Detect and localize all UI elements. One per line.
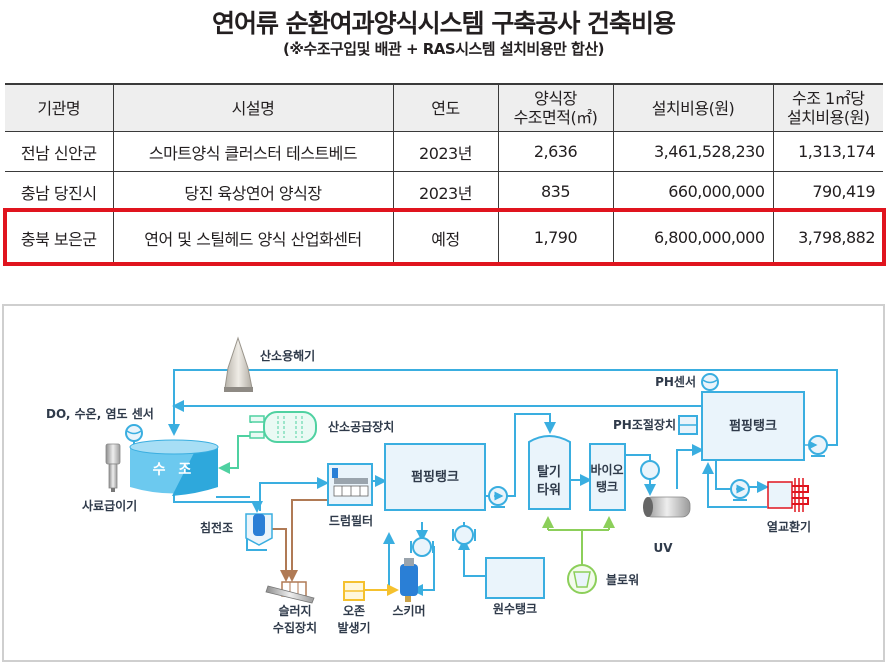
air-pipes (542, 516, 615, 565)
label-ozone-1: 오존 (343, 604, 365, 618)
drum-filter-icon (327, 463, 373, 506)
cell-per-m2: 3,798,882 (772, 211, 883, 264)
uv-sterilizer-icon (643, 496, 691, 518)
pump-icon (452, 525, 476, 545)
label-raw-water-tank: 원수탱크 (493, 602, 537, 616)
cell-org: 충북 보은군 (5, 211, 114, 264)
flow-sensor-icon (640, 460, 660, 480)
raw-water-tank (485, 557, 545, 599)
label-drum-filter: 드럼필터 (329, 513, 373, 528)
oxygen-dissolver-icon (224, 336, 253, 392)
label-degas-2: 타워 (537, 482, 561, 498)
bio-tank (589, 443, 626, 511)
pump-icon (805, 435, 828, 457)
sludge-collector-icon (265, 581, 315, 604)
label-heat-exchanger: 열교환기 (767, 519, 811, 534)
feeder-icon (105, 443, 121, 492)
page-subtitle: (※수조구입및 배관 + RAS시스템 설치비용만 합산) (282, 40, 605, 58)
ras-diagram-frame: 산소용해기 DO, 수온, 염도 센서 산소공급장치 수 조 사료급이기 침전조 (2, 304, 885, 662)
label-settling: 침전조 (200, 520, 233, 535)
label-oxygen-dissolver: 산소용해기 (260, 348, 315, 363)
pumping-tank-1 (384, 443, 486, 511)
pump-icon (488, 486, 508, 508)
header-per-m2: 수조 1㎡당 설치비용(원) (772, 83, 883, 132)
cell-org: 충남 당진시 (5, 171, 114, 212)
table-row: 충남 당진시 당진 육상연어 양식장 2023년 835 660,000,000… (5, 171, 883, 212)
cell-area: 835 (497, 171, 614, 212)
heat-exchanger-icon (767, 478, 809, 512)
degassing-tower (528, 435, 571, 510)
cell-area: 1,790 (497, 211, 614, 264)
page-title: 연어류 순환여과양식시스템 구축공사 건축비용 (211, 9, 676, 38)
cell-year: 2023년 (392, 131, 499, 172)
label-sensor: DO, 수온, 염도 센서 (46, 406, 154, 421)
table-row: 전남 신안군 스마트양식 클러스터 테스트베드 2023년 2,636 3,46… (5, 131, 883, 172)
label-ozone-2: 발생기 (337, 620, 370, 635)
header-facility: 시설명 (112, 83, 394, 132)
label-ph-control: PH조절장치 (613, 417, 676, 432)
ras-diagram: 산소용해기 DO, 수온, 염도 센서 산소공급장치 수 조 사료급이기 침전조 (46, 336, 838, 635)
ozone-generator-icon (343, 581, 365, 601)
header-area-line2: 수조면적(㎡) (513, 108, 598, 127)
oxygen-supply-icon (249, 411, 317, 443)
settling-tank-icon (245, 513, 273, 546)
skimmer-icon (400, 558, 418, 602)
header-cost: 설치비용(원) (612, 83, 774, 132)
sludge-pipes (272, 495, 357, 582)
header-area-line1: 양식장 (534, 89, 577, 108)
label-tank: 수 조 (153, 462, 196, 478)
ph-control-icon (678, 415, 698, 435)
cell-cost: 3,461,528,230 (612, 131, 774, 172)
header-year: 연도 (392, 83, 499, 132)
header-area: 양식장 수조면적(㎡) (497, 83, 614, 132)
cell-cost: 6,800,000,000 (612, 211, 774, 264)
header-per-m2-line2: 설치비용(원) (786, 108, 870, 127)
table-row-highlighted: 충북 보은군 연어 및 스틸헤드 양식 산업화센터 예정 1,790 6,800… (5, 211, 883, 264)
header-per-m2-line1: 수조 1㎡당 (792, 89, 865, 108)
cell-facility: 당진 육상연어 양식장 (112, 171, 394, 212)
label-pumping-tank-1: 펌핑탱크 (411, 469, 459, 485)
header-org: 기관명 (5, 83, 114, 132)
do-sensor-icon (125, 424, 143, 446)
cell-org: 전남 신안군 (5, 131, 114, 172)
label-bio-2: 탱크 (596, 480, 618, 494)
oxygen-pipes (218, 421, 252, 474)
label-feeder: 사료급이기 (82, 498, 137, 513)
ph-sensor-icon (701, 373, 719, 391)
label-ph-sensor: PH센서 (655, 374, 696, 389)
cell-cost: 660,000,000 (612, 171, 774, 212)
table-header-row: 기관명 시설명 연도 양식장 수조면적(㎡) 설치비용(원) 수조 1㎡당 설치… (5, 83, 883, 132)
label-skimmer: 스키머 (392, 603, 425, 618)
label-sludge-2: 수집장치 (273, 620, 317, 635)
label-blower: 블로워 (606, 573, 639, 587)
label-degas-1: 탈기 (537, 465, 561, 480)
pump-icon (410, 537, 434, 557)
label-oxygen-supply: 산소공급장치 (328, 419, 394, 434)
fish-tank-icon (129, 439, 219, 496)
cell-per-m2: 790,419 (772, 171, 883, 212)
cost-table: 기관명 시설명 연도 양식장 수조면적(㎡) 설치비용(원) 수조 1㎡당 설치… (5, 83, 883, 264)
cell-facility: 스마트양식 클러스터 테스트베드 (112, 131, 394, 172)
label-uv: UV (653, 541, 673, 555)
cell-area: 2,636 (497, 131, 614, 172)
cell-per-m2: 1,313,174 (772, 131, 883, 172)
pumping-tank-2 (701, 391, 805, 461)
cell-year: 2023년 (392, 171, 499, 212)
cell-facility: 연어 및 스틸헤드 양식 산업화센터 (112, 211, 394, 264)
blower-icon (567, 564, 597, 594)
pump-icon (730, 479, 750, 501)
label-pumping-tank-2: 펌핑탱크 (729, 418, 777, 434)
label-bio-1: 바이오 (590, 462, 623, 477)
label-sludge-1: 슬러지 (278, 603, 311, 618)
cell-year: 예정 (392, 211, 499, 264)
